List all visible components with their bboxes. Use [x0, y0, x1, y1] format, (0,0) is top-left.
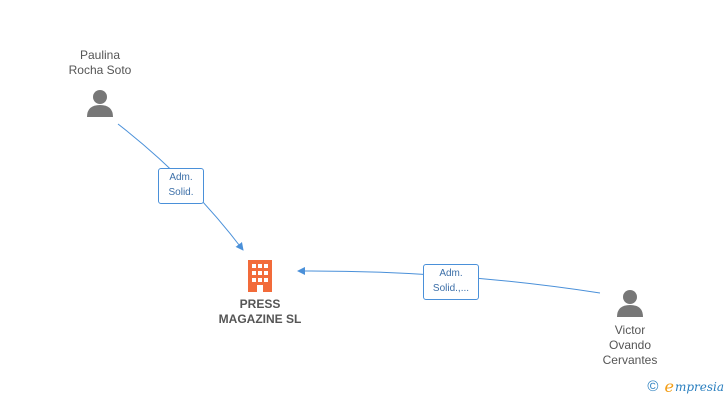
person-icon	[617, 290, 643, 317]
person-name-line1: Victor	[614, 323, 646, 337]
person-node-paulina[interactable]: Paulina Rocha Soto	[60, 48, 140, 123]
role-line2: Solid.	[168, 187, 194, 198]
brand-logo-initial: e	[664, 377, 674, 396]
company-name-line1: PRESS	[239, 297, 281, 311]
brand-logo-text: mpresia	[674, 379, 724, 394]
person-name-line2: Rocha Soto	[68, 63, 132, 77]
role-line2: Solid.,...	[432, 283, 470, 294]
role-line1: Adm.	[439, 268, 463, 279]
brand-watermark: © e mpresia	[647, 377, 724, 396]
company-node[interactable]: PRESS MAGAZINE SL	[210, 258, 310, 327]
role-badge-victor[interactable]: Adm. Solid.,...	[423, 264, 479, 300]
copyright-symbol: ©	[647, 378, 659, 395]
role-line1: Adm.	[169, 172, 193, 183]
person-node-victor[interactable]: Victor Ovando Cervantes	[590, 288, 670, 368]
person-name-line2: Ovando	[608, 338, 652, 352]
company-name-line2: MAGAZINE SL	[218, 312, 302, 326]
person-icon	[87, 90, 113, 117]
building-icon	[248, 260, 272, 292]
role-badge-paulina[interactable]: Adm. Solid.	[158, 168, 204, 204]
person-name-line3: Cervantes	[602, 353, 658, 367]
person-name-line1: Paulina	[79, 48, 121, 62]
